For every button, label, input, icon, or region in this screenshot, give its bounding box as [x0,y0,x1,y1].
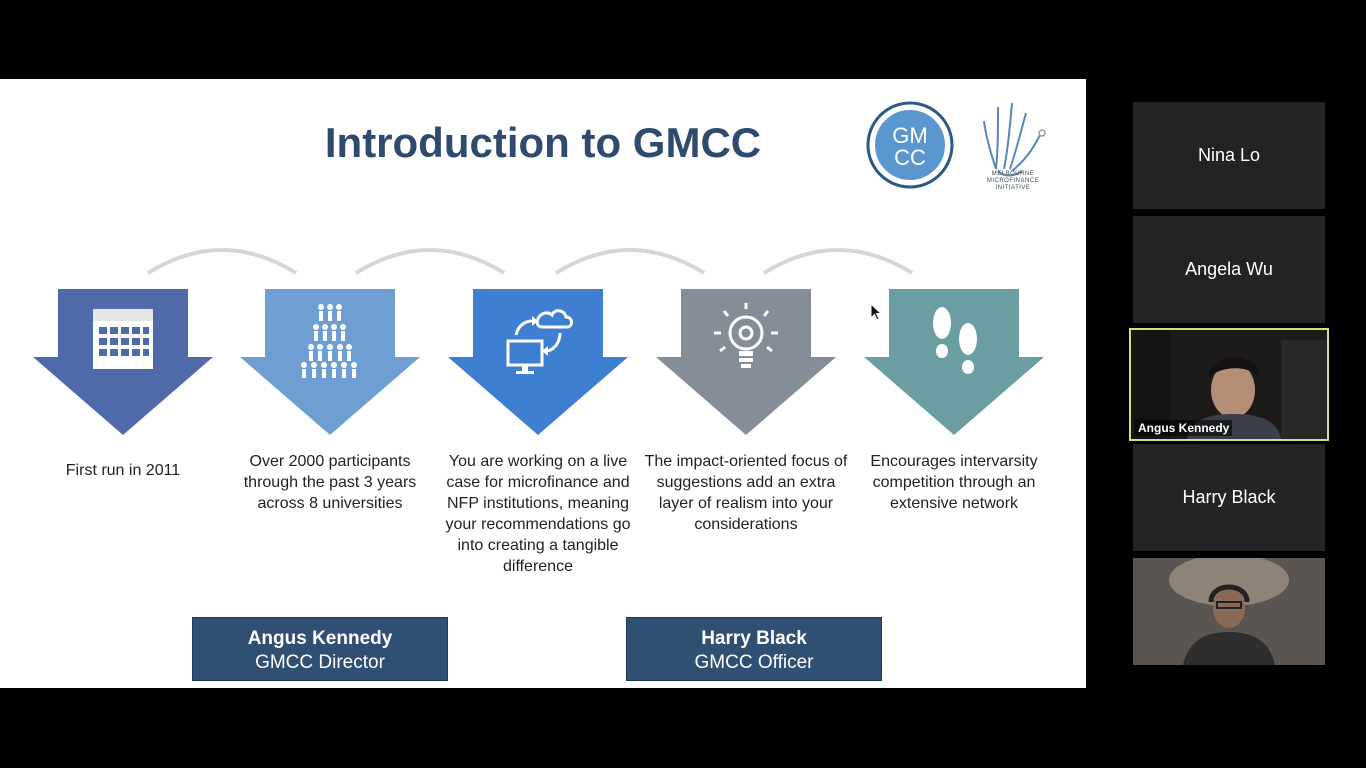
shared-slide: Introduction to GMCC GM CC MELBOURNE MIC… [0,79,1086,688]
slide-title: Introduction to GMCC [324,119,762,166]
presenter-role: GMCC Director [255,652,385,673]
step-3-text: You are working on a live case for micro… [445,453,631,575]
people-pyramid-icon [301,304,357,378]
presenter-name: Angus Kennedy [247,628,393,649]
presenter-role: GMCC Officer [694,652,814,673]
svg-text:CC: CC [894,145,926,170]
gmcc-logo: GM CC [866,101,954,189]
participant-tile-video[interactable] [1133,558,1325,665]
mouse-cursor-icon [871,304,883,321]
step-2-text: Over 2000 participants through the past … [243,453,417,512]
participant-tile-nina-lo[interactable]: Nina Lo [1133,102,1325,209]
presenter-box-2: Harry Black GMCC Officer [626,617,882,681]
participant-video [1133,558,1325,665]
footprints-icon [933,307,977,374]
step-arrow [240,289,420,435]
calendar-icon [93,309,153,369]
participant-tile-harry-black[interactable]: Harry Black [1133,444,1325,551]
step-1-text: First run in 2011 [65,462,181,479]
step-arrow [448,289,628,435]
participant-name: Angus Kennedy [1135,420,1233,436]
presenter-box-1: Angus Kennedy GMCC Director [192,617,448,681]
lightbulb-gear-icon [714,303,778,368]
connector-arcs [146,248,914,275]
participant-name: Nina Lo [1197,145,1261,165]
participant-tile-angela-wu[interactable]: Angela Wu [1133,216,1325,323]
participant-tile-angus-kennedy[interactable]: Angus Kennedy [1129,328,1329,441]
step-4-text: The impact-oriented focus of suggestions… [644,453,848,533]
participant-name: Angela Wu [1185,259,1273,279]
step-5-text: Encourages intervarsity competition thro… [870,453,1038,512]
mmi-logo-text: MELBOURNE MICROFINANCE INITIATIVE [986,171,1040,191]
step-arrow [864,289,1044,435]
presenter-name: Harry Black [701,628,807,649]
hand-logo-icon [983,102,1046,177]
svg-text:GM: GM [892,123,927,148]
participant-name: Harry Black [1182,487,1276,507]
cloud-computer-sync-icon [506,309,574,374]
